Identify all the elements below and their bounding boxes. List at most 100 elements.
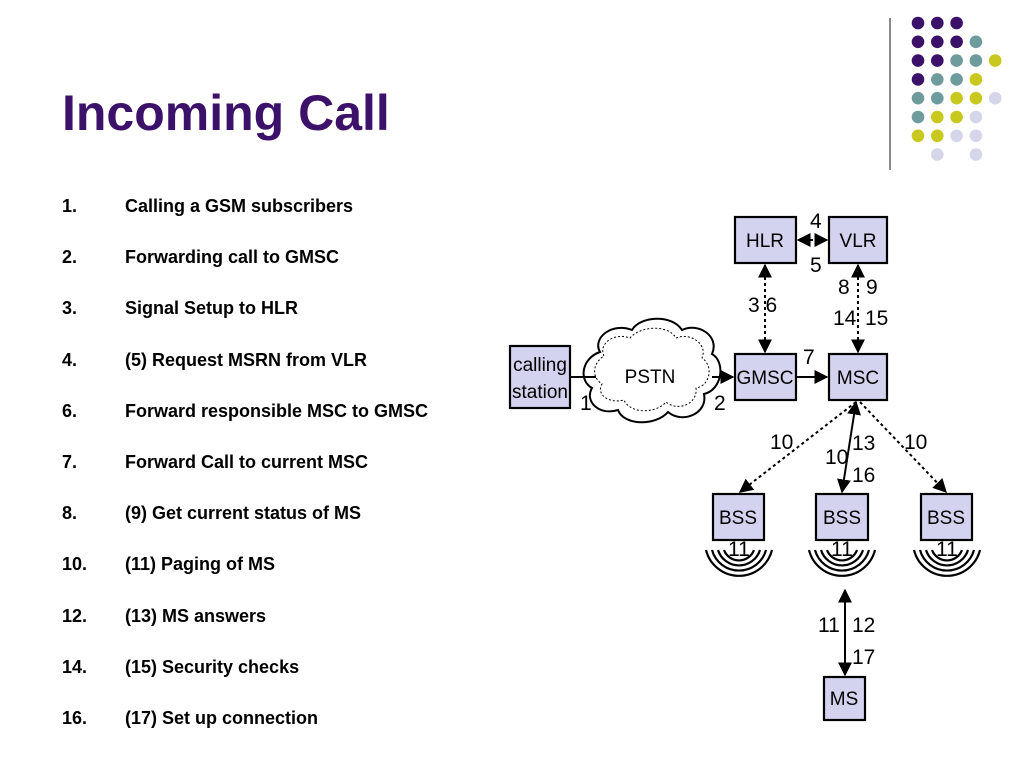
step-number: 14. xyxy=(62,656,88,677)
step-number: 6. xyxy=(62,400,78,421)
step-text: (11) Paging of MS xyxy=(125,554,276,575)
list-item: 7. Forward Call to current MSC xyxy=(62,452,428,503)
calling-station-label-1: calling xyxy=(513,355,567,376)
decorative-dot xyxy=(911,16,925,30)
vlr-label: VLR xyxy=(840,231,877,252)
hlr-node: HLR xyxy=(733,215,798,265)
step-text: Calling a GSM subscribers xyxy=(125,196,354,216)
decorative-dot xyxy=(931,110,944,124)
list-item: 12. (13) MS answers xyxy=(62,606,428,657)
msc-node: MSC xyxy=(827,352,889,402)
arrow-label: 7 xyxy=(803,346,815,369)
step-text: (9) Get current status of MS xyxy=(125,503,362,524)
calling-station-node: calling station xyxy=(508,344,572,410)
list-item: 8. (9) Get current status of MS xyxy=(62,503,428,554)
decorative-dot xyxy=(950,91,963,105)
list-item: 6. Forward responsible MSC to GMSC xyxy=(62,401,428,452)
decorative-dot xyxy=(931,91,944,105)
decorative-dot xyxy=(950,73,963,86)
list-item: 10. (11) Paging of MS xyxy=(62,554,428,605)
decorative-dot xyxy=(931,129,944,143)
decorative-dot xyxy=(969,110,983,124)
vlr-node: VLR xyxy=(827,215,889,265)
decorative-dot xyxy=(969,148,983,161)
step-text: Forward responsible MSC to GMSC xyxy=(125,400,429,421)
gmsc-label: GMSC xyxy=(737,368,794,389)
arrow-label: 11 xyxy=(936,538,958,561)
pstn-cloud: PSTN xyxy=(582,317,722,424)
step-number: 3. xyxy=(62,298,78,319)
arrow-label: 14 xyxy=(833,307,857,330)
bss-mid-label: BSS xyxy=(823,508,861,529)
decorative-dot xyxy=(931,35,944,49)
msc-label: MSC xyxy=(837,368,879,389)
title-divider xyxy=(889,18,891,170)
list-item: 4. (5) Request MSRN from VLR xyxy=(62,350,428,401)
arrow-label: 17 xyxy=(852,646,875,669)
step-text: (13) MS answers xyxy=(125,605,267,626)
arrow-label: 8 xyxy=(838,276,850,299)
decorative-dot xyxy=(950,110,963,124)
step-number: 1. xyxy=(62,196,78,216)
ms-node: MS xyxy=(822,675,867,722)
arrow-label: 11 xyxy=(831,538,853,561)
hlr-label: HLR xyxy=(746,231,784,252)
page-title: Incoming Call xyxy=(62,85,390,141)
decorative-dot xyxy=(931,73,944,86)
decorative-dot xyxy=(911,91,925,105)
list-item: 16. (17) Set up connection xyxy=(62,708,428,759)
step-number: 8. xyxy=(62,503,78,524)
step-number: 4. xyxy=(62,349,78,370)
arrow-label: 4 xyxy=(810,210,822,233)
step-number: 16. xyxy=(62,707,88,728)
arrow-label: 11 xyxy=(818,614,840,637)
decorative-dot xyxy=(931,16,944,30)
connector-msc-bss-left xyxy=(738,401,857,493)
arrow-label: 2 xyxy=(714,392,726,415)
connector-msc-bss-right xyxy=(859,401,947,494)
bss-right-node: BSS xyxy=(919,492,974,542)
arrow-label: 12 xyxy=(852,614,875,637)
calling-station-label-2: station xyxy=(512,382,568,403)
arrow-label: 16 xyxy=(852,464,875,487)
arrow-label: 10 xyxy=(770,431,793,454)
step-text: (17) Set up connection xyxy=(125,707,319,728)
bss-left-label: BSS xyxy=(719,508,757,529)
list-item: 2.Forwarding call to GMSC xyxy=(62,247,428,298)
antenna-waves-mid xyxy=(807,549,877,577)
decorative-dot xyxy=(950,16,963,30)
decorative-dot xyxy=(911,110,925,124)
step-text: Forward Call to current MSC xyxy=(125,451,369,472)
decorative-dot xyxy=(988,54,1002,67)
decorative-dot xyxy=(911,129,925,143)
decorative-dot xyxy=(969,73,983,86)
decorative-dot xyxy=(950,35,963,49)
arrow-label: 13 xyxy=(852,432,875,455)
bss-mid-node: BSS xyxy=(814,492,870,542)
antenna-waves-left xyxy=(704,549,774,577)
steps-list: 1. Calling a GSM subscribers 2.Forwarding… xyxy=(62,196,428,759)
decorative-dot xyxy=(969,54,983,67)
list-item: 3. Signal Setup to HLR xyxy=(62,298,428,349)
step-number: 10. xyxy=(62,554,88,575)
arrow-label: 15 xyxy=(865,307,888,330)
step-number: 2. xyxy=(62,247,78,268)
decorative-dot xyxy=(969,91,983,105)
decorative-dot xyxy=(988,91,1002,105)
step-text: Signal Setup to HLR xyxy=(125,298,298,319)
antenna-waves-right xyxy=(912,549,982,577)
decorative-dot xyxy=(969,35,983,49)
connector-msc-bss-mid xyxy=(837,400,861,494)
decorative-dot xyxy=(911,54,925,67)
list-item: 14. (15) Security checks xyxy=(62,657,428,708)
arrow-label: 3 6 xyxy=(748,294,777,317)
step-number: 7. xyxy=(62,451,78,472)
arrow-label: 5 xyxy=(810,254,822,277)
decorative-dot xyxy=(931,54,944,67)
arrow-label: 11 xyxy=(728,538,750,561)
step-number: 12. xyxy=(62,605,88,626)
arrow-label: 10 xyxy=(825,446,848,469)
list-item: 1. Calling a GSM subscribers xyxy=(62,196,428,247)
step-text: (15) Security checks xyxy=(125,656,300,677)
step-text: (5) Request MSRN from VLR xyxy=(125,349,368,370)
